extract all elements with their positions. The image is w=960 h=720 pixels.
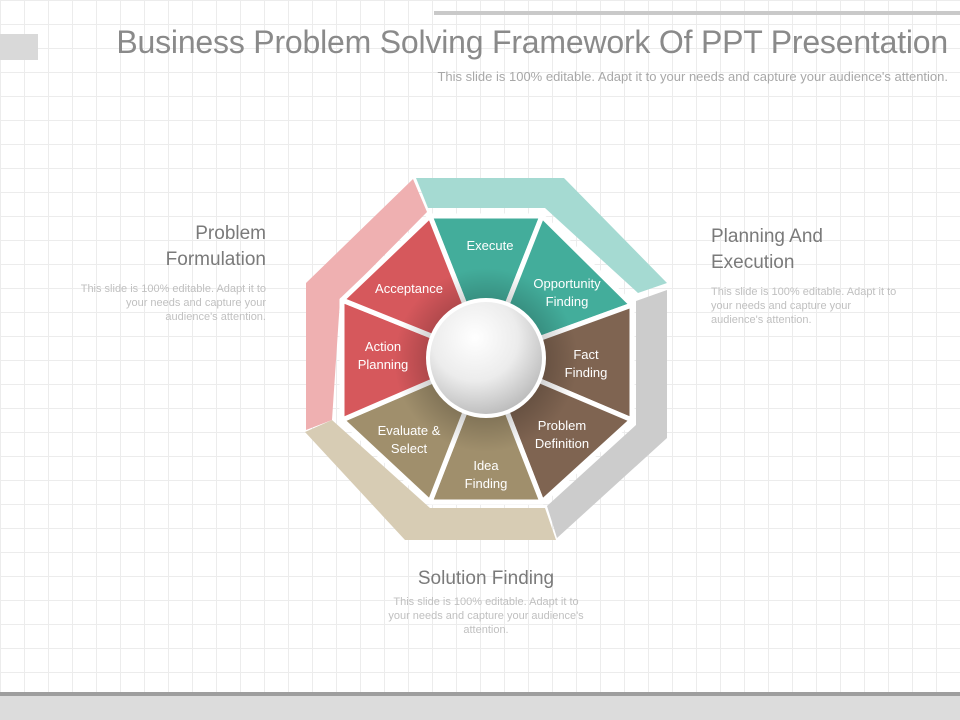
outer-band-beige	[305, 420, 556, 540]
solution-finding-title: Solution Finding	[417, 568, 555, 589]
slide-title: Business Problem Solving Framework Of PP…	[116, 24, 948, 60]
slide-subtitle: This slide is 100% editable. Adapt it to…	[437, 69, 948, 84]
outer-band-pink	[306, 179, 427, 430]
problem-formulation-title: Problem Formulation	[165, 223, 266, 270]
header-rule	[434, 11, 960, 15]
center-hub	[430, 302, 542, 414]
segment-label-problem-definition: Problem Definition	[534, 418, 590, 451]
planning-execution-description: This slide is 100% editable. Adapt it to…	[711, 286, 897, 326]
segment-label-execute: Execute	[466, 238, 514, 253]
problem-formulation-description: This slide is 100% editable. Adapt it to…	[80, 283, 266, 323]
segment-label-acceptance: Acceptance	[375, 281, 443, 296]
outer-band-teal	[416, 178, 667, 293]
corner-block	[0, 34, 38, 60]
segment-label-fact-finding: Fact Finding	[564, 347, 608, 380]
segment-label-idea-finding: Idea Finding	[464, 458, 508, 491]
solution-finding-description: This slide is 100% editable. Adapt it to…	[388, 596, 584, 636]
segment-label-evaluate-select: Evaluate & Select	[377, 423, 441, 456]
segment-label-action-planning: Action Planning	[357, 339, 409, 372]
segment-label-opportunity-finding: Opportunity Finding	[533, 276, 601, 309]
footer-bar	[0, 696, 960, 720]
footer-rule	[0, 692, 960, 696]
planning-execution-title: Planning And Execution	[711, 226, 823, 273]
outer-band-gray	[547, 290, 667, 538]
